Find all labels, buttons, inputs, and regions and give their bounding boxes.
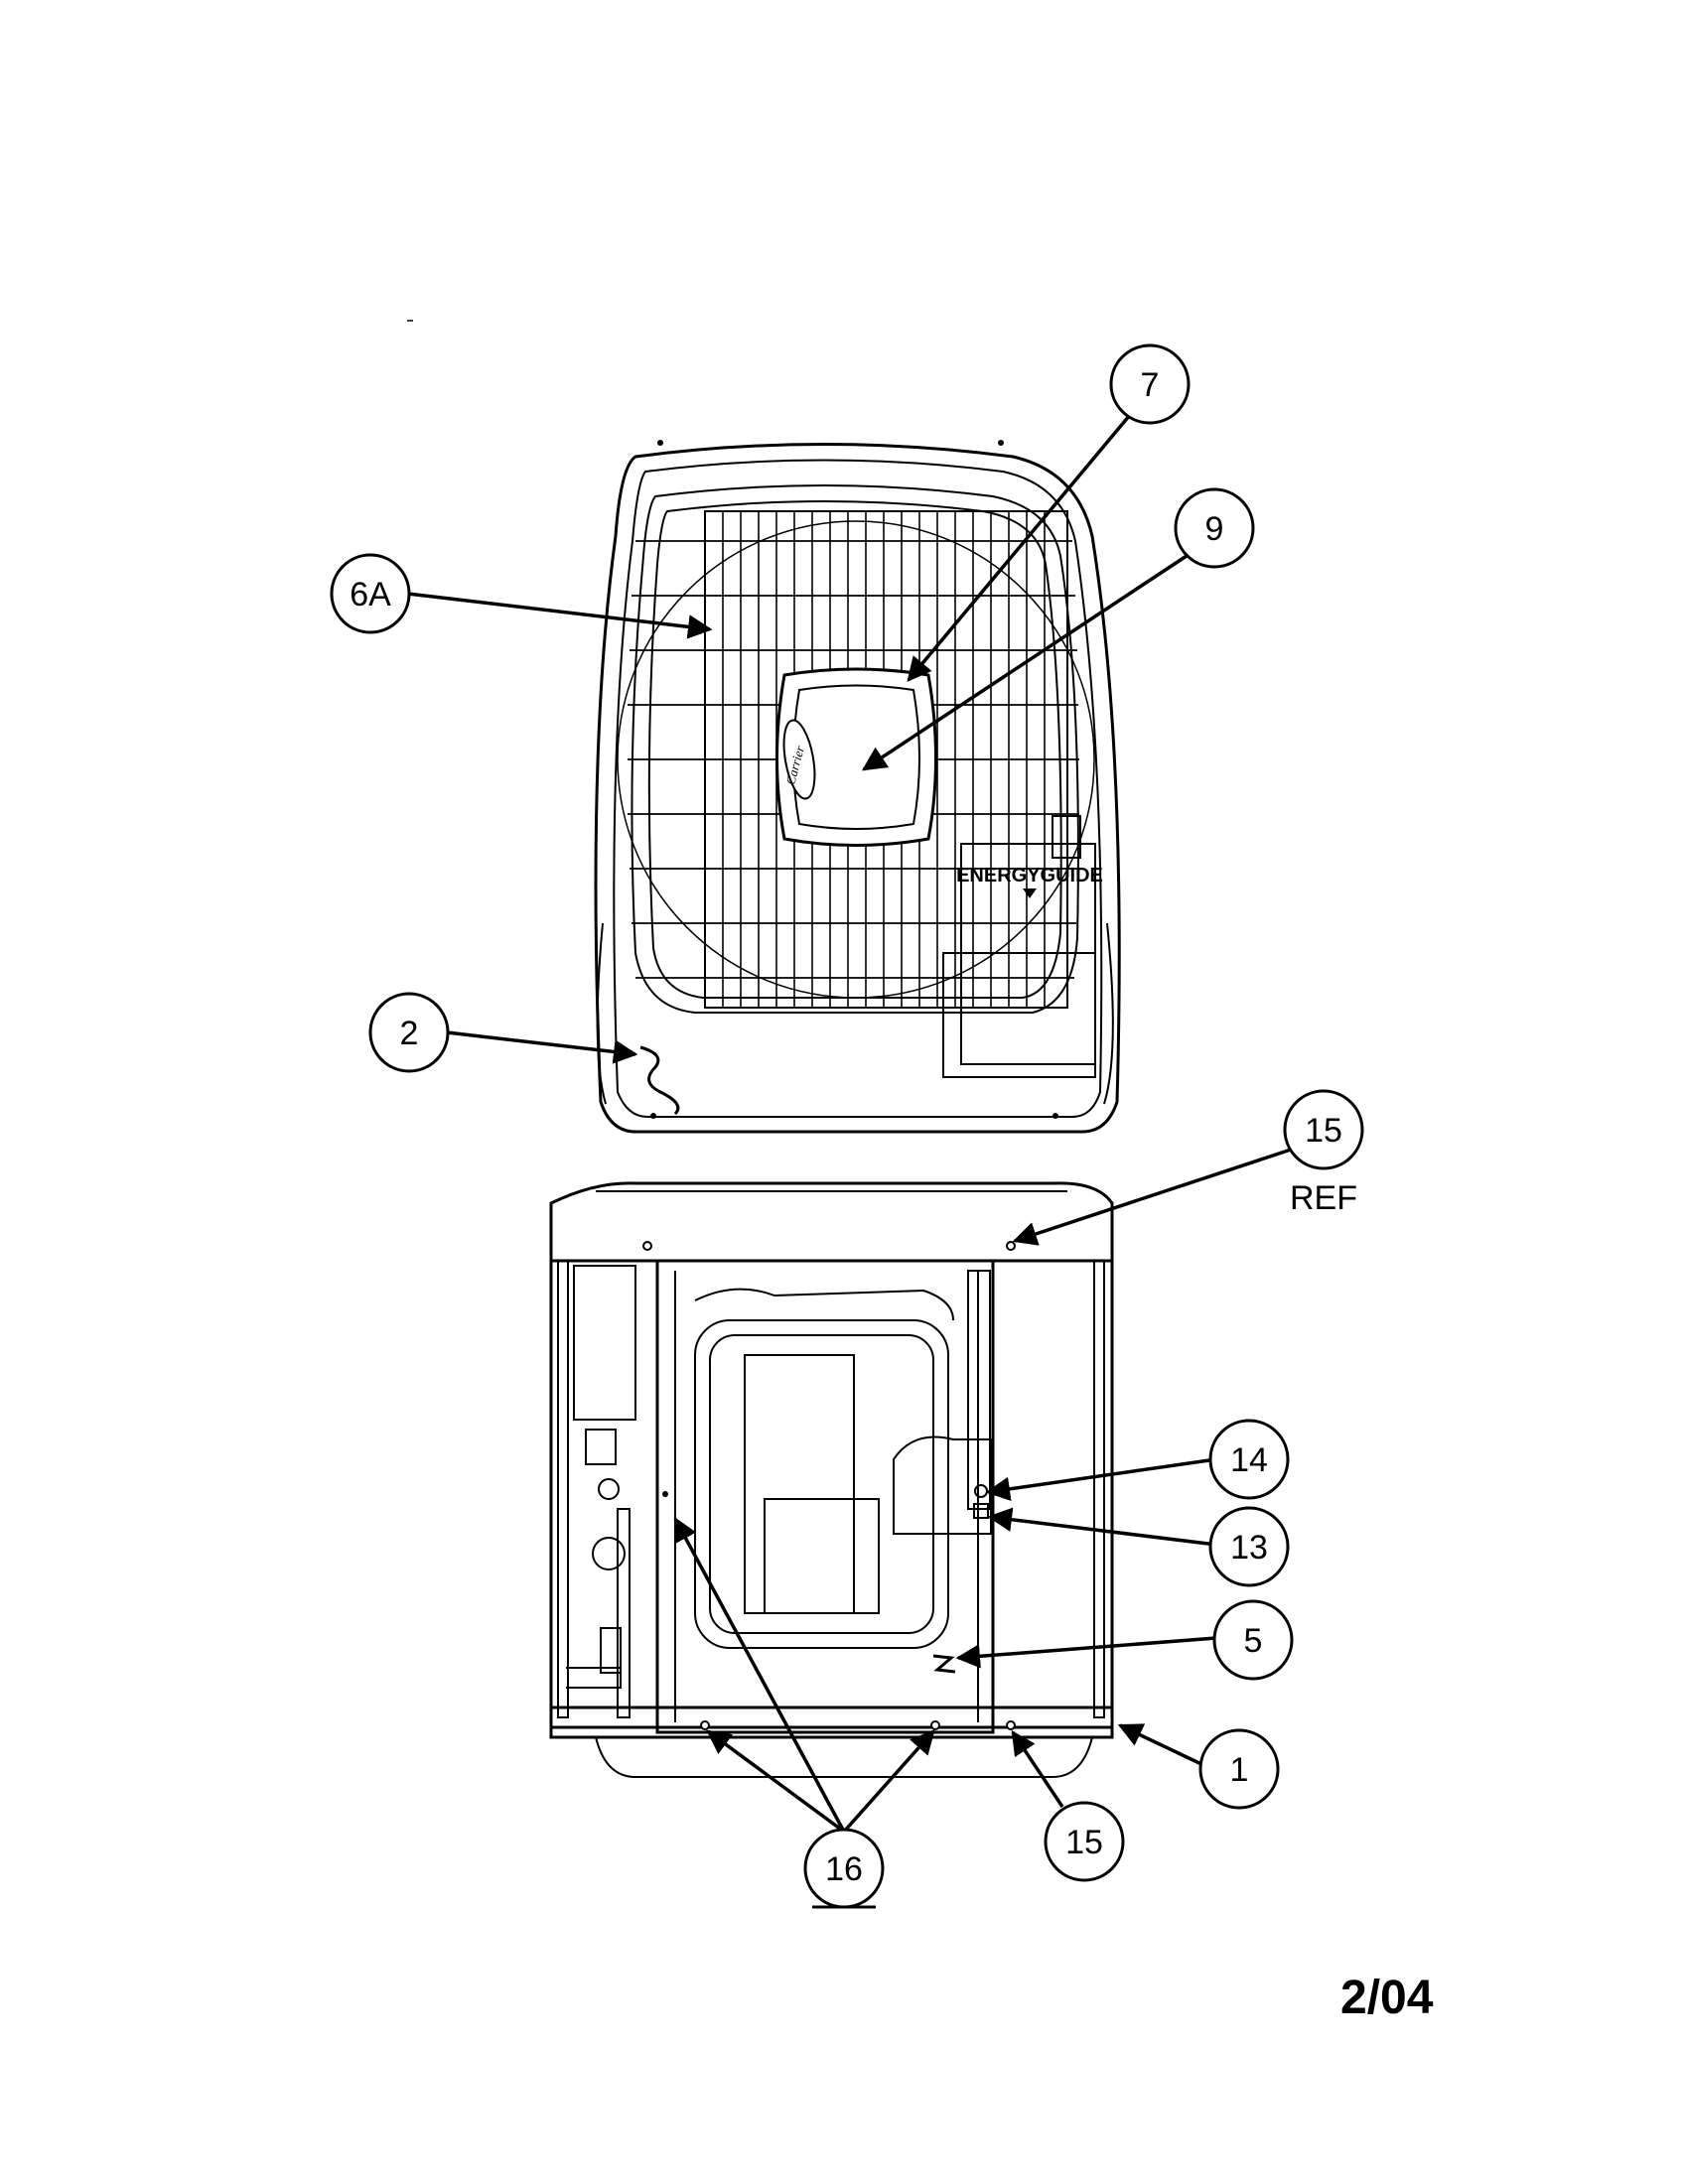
service-panel [655, 1259, 995, 1734]
svg-text:1: 1 [1230, 1751, 1249, 1789]
svg-text:15: 15 [1305, 1112, 1342, 1150]
callout-6a: 6A [330, 553, 411, 634]
fan-grille [617, 510, 1095, 1009]
svg-text:2: 2 [400, 1015, 419, 1052]
callout-15-ref: 15 REF [1283, 1089, 1364, 1217]
fan-motor-cap: Carrier [775, 667, 937, 847]
svg-text:14: 14 [1230, 1441, 1268, 1479]
callout-5: 5 [1212, 1599, 1294, 1681]
callout-2: 2 [368, 992, 450, 1073]
energyguide-label: ENERGYGUIDE [942, 815, 1103, 1078]
top-view-unit: Carrier ENERGYGUIDE [594, 440, 1121, 1134]
svg-text:9: 9 [1205, 510, 1224, 548]
page-date-code: 2/04 [1340, 1972, 1434, 2024]
side-view-unit [549, 1181, 1114, 1778]
svg-text:ENERGYGUIDE: ENERGYGUIDE [956, 865, 1103, 887]
leader-lines [398, 407, 1292, 1834]
svg-text:15: 15 [1065, 1824, 1103, 1861]
control-box [566, 1265, 636, 1718]
svg-text:REF: REF [1290, 1179, 1357, 1217]
svg-text:6A: 6A [350, 576, 391, 614]
callout-1: 1 [1198, 1728, 1280, 1810]
svg-text:5: 5 [1244, 1622, 1263, 1660]
svg-text:16: 16 [825, 1850, 863, 1888]
svg-text:7: 7 [1141, 366, 1160, 404]
callout-13: 13 [1208, 1506, 1290, 1587]
callout-7: 7 [1109, 343, 1191, 425]
callout-9: 9 [1174, 487, 1255, 569]
callout-16: 16 [803, 1828, 885, 1909]
callout-14: 14 [1208, 1419, 1290, 1500]
callout-15: 15 [1044, 1801, 1125, 1882]
svg-text:13: 13 [1230, 1529, 1268, 1567]
